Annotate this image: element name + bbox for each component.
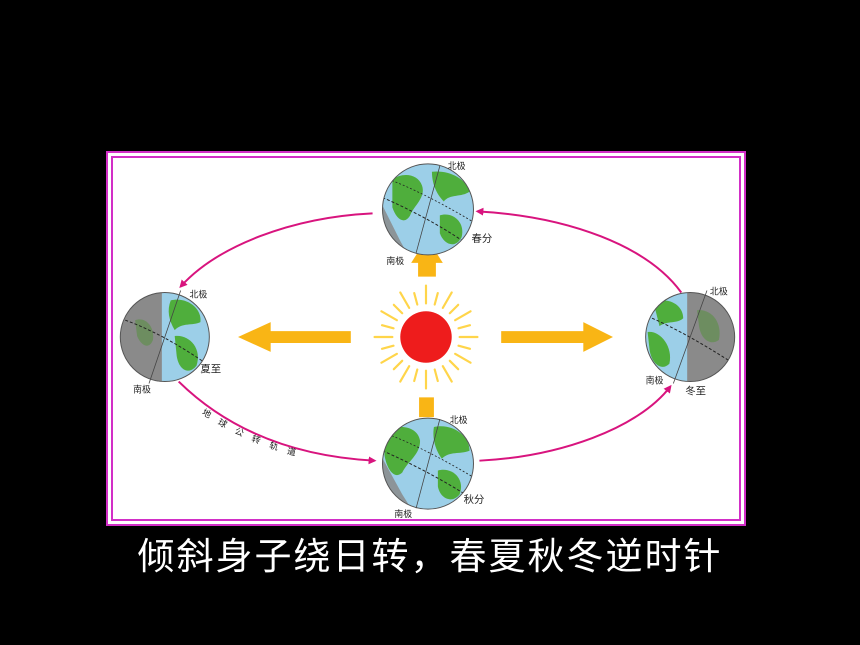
earth-winter-solstice: 北极 南极 冬至 — [645, 285, 736, 397]
light-arrow-right — [501, 322, 613, 352]
sun-ray — [433, 291, 439, 306]
sun-ray — [454, 352, 472, 364]
sun-ray — [413, 368, 419, 383]
diagram-frame: 北极 南极 春分 北极 南极 夏至 — [106, 151, 746, 526]
orbit-label-char: 公 — [233, 427, 245, 440]
earth-orbit-diagram: 北极 南极 春分 北极 南极 夏至 — [119, 160, 736, 520]
season-label-spring: 春分 — [472, 233, 493, 245]
orbit-label-char: 道 — [286, 445, 297, 459]
orbit-label-char: 转 — [250, 432, 263, 446]
sun-rays — [373, 284, 479, 390]
sun-ray — [441, 291, 453, 309]
earth-autumn-equinox: 北极 南极 秋分 — [381, 414, 485, 520]
sun-ray — [399, 365, 411, 383]
orbit-arc-summer-to-autumn — [177, 380, 377, 465]
sun-disc — [400, 311, 452, 363]
light-arrow-left — [238, 322, 351, 352]
light-arrow-down — [419, 397, 434, 418]
sun-ray — [454, 310, 472, 322]
sun-ray — [413, 291, 419, 306]
season-label-winter: 冬至 — [685, 384, 706, 397]
orbit-path — [177, 207, 683, 465]
sun-ray — [448, 359, 460, 371]
south-pole-label: 南极 — [386, 255, 404, 267]
sun-ray — [380, 352, 398, 364]
sun-ray — [433, 368, 439, 383]
orbit-arc-winter-to-spring — [475, 207, 683, 294]
earth-spring-equinox: 北极 南极 春分 — [381, 160, 493, 267]
north-pole-label: 北极 — [448, 160, 466, 172]
sun-ray — [441, 365, 453, 383]
sun — [373, 284, 479, 390]
north-pole-label: 北极 — [710, 285, 728, 297]
sun-ray — [448, 303, 460, 315]
south-pole-label: 南极 — [394, 508, 412, 520]
orbit-arc-autumn-to-winter — [479, 384, 672, 462]
sun-ray — [392, 303, 404, 315]
sun-ray — [380, 324, 395, 330]
earth-summer-solstice: 北极 南极 夏至 — [119, 288, 221, 395]
north-pole-label: 北极 — [190, 288, 208, 300]
sun-ray — [399, 291, 411, 309]
orbit-arc-spring-to-summer — [179, 212, 373, 289]
sun-ray — [380, 344, 395, 350]
sun-ray — [392, 359, 404, 371]
north-pole-label: 北极 — [450, 414, 468, 426]
season-label-autumn: 秋分 — [464, 493, 485, 506]
south-pole-label: 南极 — [646, 375, 664, 387]
season-label-summer: 夏至 — [200, 364, 221, 376]
light-arrow-up — [411, 238, 443, 277]
caption-text: 倾斜身子绕日转，春夏秋冬逆时针 — [137, 535, 723, 578]
sun-ray — [457, 324, 472, 330]
orbit-label-char: 轨 — [268, 439, 280, 453]
south-pole-label: 南极 — [133, 383, 151, 395]
sun-ray — [380, 310, 398, 322]
orbit-label: 地 球 公 转 轨 道 — [200, 406, 297, 458]
sunlight-arrows — [238, 238, 613, 418]
sun-ray — [457, 344, 472, 350]
